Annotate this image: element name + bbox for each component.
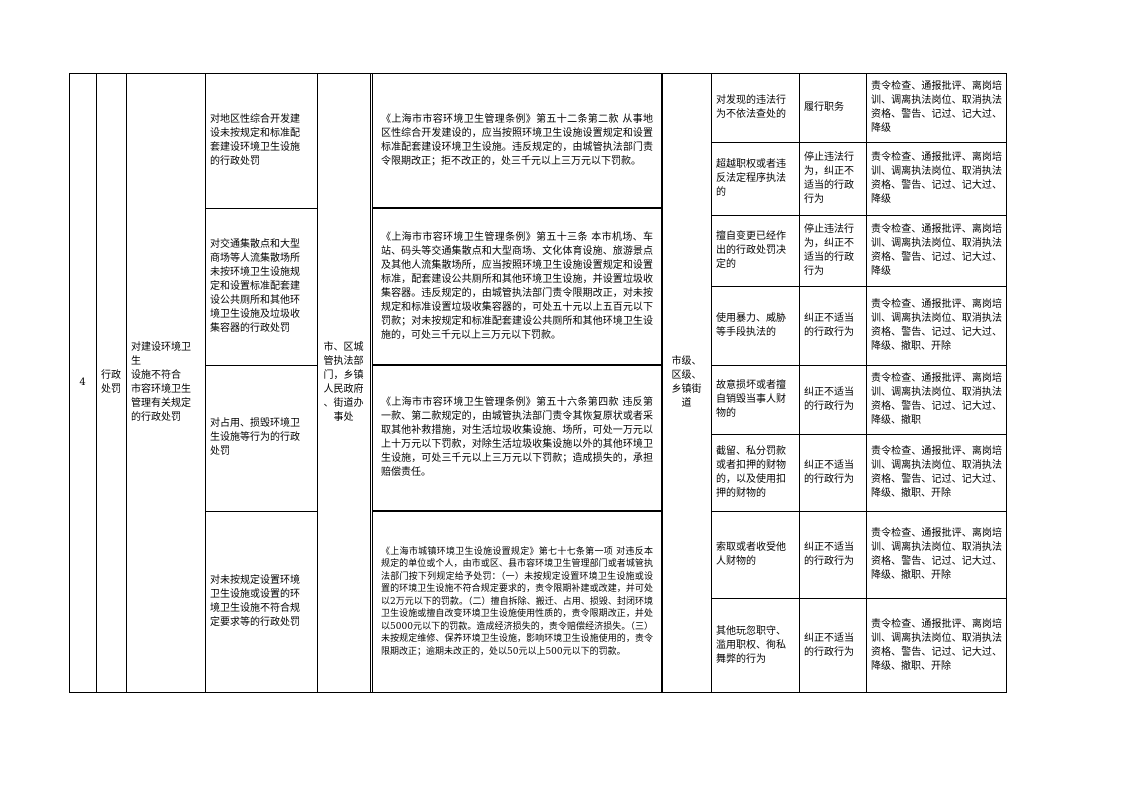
column-divider bbox=[866, 73, 867, 693]
row-divider bbox=[711, 142, 1007, 143]
duty-penalty: 责令检查、通报批评、离岗培训、调离执法岗位、取消执法资格、警告、记过、记大过、降… bbox=[871, 151, 1002, 205]
enforcement-level: 市级、 区级、 乡镇街 道 bbox=[671, 356, 702, 409]
duty-basis: 纠正不适当 的行政行为 bbox=[804, 312, 854, 338]
duty-penalty: 责令检查、通报批评、离岗培训、调离执法岗位、取消执法资格、警告、记过、记大过、降… bbox=[871, 298, 1002, 352]
duty-situation: 截留、私分罚款 或者扣押的财物 的，以及使用扣 押的财物的 bbox=[716, 445, 786, 499]
basis-box bbox=[372, 73, 662, 208]
duty-situation: 索取或者收受他 人财物的 bbox=[716, 541, 786, 567]
duty-situation: 故意损坏或者擅 自销毁当事人财 物的 bbox=[716, 379, 786, 419]
duty-situation: 超越职权或者违 反法定程序执法 的 bbox=[716, 158, 786, 198]
sub-item-name: 对地区性综合开发建 设未按规定和标准配 套建设环境卫生设施 的行政处罚 bbox=[210, 113, 300, 167]
row-divider bbox=[711, 598, 1007, 599]
row-divider bbox=[711, 365, 1007, 366]
duty-penalty: 责令检查、通报批评、离岗培训、调离执法岗位、取消执法资格、警告、记过、记大过、降… bbox=[871, 80, 1002, 134]
duty-situation: 对发现的违法行 为不依法查处的 bbox=[716, 94, 786, 120]
sub-item-basis: 《上海市市容环境卫生管理条例》第五十二条第二款 从事地区性综合开发建设的，应当按… bbox=[381, 113, 653, 167]
row-divider bbox=[711, 215, 1007, 216]
power-category: 行政 处罚 bbox=[101, 370, 121, 395]
duty-basis: 履行职务 bbox=[804, 101, 844, 113]
column-divider bbox=[96, 73, 97, 693]
column-divider bbox=[711, 73, 712, 693]
sub-item-basis: 《上海市市容环境卫生管理条例》第五十三条 本市机场、车站、码头等交通集散点和大型… bbox=[381, 231, 653, 341]
column-divider bbox=[317, 73, 318, 693]
row-divider bbox=[711, 511, 1007, 512]
sub-item-basis: 《上海市城镇环境卫生设施设置规定》第七十七条第一项 对违反本规定的单位或个人，由… bbox=[381, 546, 653, 657]
duty-basis: 纠正不适当 的行政行为 bbox=[804, 386, 854, 412]
basis-box bbox=[372, 365, 662, 511]
duty-penalty: 责令检查、通报批评、离岗培训、调离执法岗位、取消执法资格、警告、记过、记大过、降… bbox=[871, 527, 1002, 581]
column-divider bbox=[799, 73, 800, 693]
row-divider bbox=[205, 511, 317, 512]
sub-item-name: 对占用、损毁环境卫 生设施等行为的行政 处罚 bbox=[210, 418, 300, 457]
sub-item-name: 对未按规定设置环境 卫生设施或设置的环 境卫生设施不符合规 定要求等的行政处罚 bbox=[210, 575, 300, 628]
duty-basis: 纠正不适当 的行政行为 bbox=[804, 632, 854, 658]
column-divider bbox=[126, 73, 127, 693]
basis-box bbox=[372, 208, 662, 365]
duty-basis: 纠正不适当 的行政行为 bbox=[804, 459, 854, 485]
row-number: 4 bbox=[79, 377, 86, 388]
duty-situation: 其他玩忽职守、 滥用职权、徇私 舞弊的行为 bbox=[716, 625, 786, 665]
duty-situation: 使用暴力、威胁 等手段执法的 bbox=[716, 312, 786, 338]
column-divider bbox=[662, 73, 663, 693]
row-divider bbox=[205, 208, 317, 209]
duty-penalty: 责令检查、通报批评、离岗培训、调离执法岗位、取消执法资格、警告、记过、记大过、降… bbox=[871, 372, 1002, 426]
sub-item-name: 对交通集散点和大型 商场等人流集散场所 未按环境卫生设施规 定和设置标准配套建 … bbox=[210, 238, 300, 334]
sub-item-basis: 《上海市市容环境卫生管理条例》第五十六条第四款 违反第一款、第二款规定的，由城管… bbox=[381, 397, 653, 478]
duty-penalty: 责令检查、通报批评、离岗培训、调离执法岗位、取消执法资格、警告、记过、记大过、降… bbox=[871, 618, 1002, 672]
column-divider bbox=[370, 73, 371, 693]
duty-penalty: 责令检查、通报批评、离岗培训、调离执法岗位、取消执法资格、警告、记过、记大过、降… bbox=[871, 223, 1002, 277]
column-divider bbox=[205, 73, 206, 693]
duty-basis: 纠正不适当 的行政行为 bbox=[804, 541, 854, 567]
row-divider bbox=[205, 365, 317, 366]
row-divider bbox=[711, 286, 1007, 287]
power-item: 对建设环境卫生 设施不符合 市容环境卫生 管理有关规定 的行政处罚 bbox=[131, 342, 191, 423]
row-divider bbox=[711, 434, 1007, 435]
duty-penalty: 责令检查、通报批评、离岗培训、调离执法岗位、取消执法资格、警告、记过、记大过、降… bbox=[871, 445, 1002, 499]
enforcement-subject: 市、区城 管执法部 门，乡镇 人民政府 、街道办 事处 bbox=[323, 342, 364, 423]
basis-box bbox=[372, 511, 662, 693]
duty-basis: 停止违法行 为，纠正不 适当的行政 行为 bbox=[804, 223, 854, 277]
duty-situation: 擅自变更已经作 出的行政处罚决 定的 bbox=[716, 230, 786, 270]
duty-basis: 停止违法行 为，纠正不 适当的行政 行为 bbox=[804, 151, 854, 205]
